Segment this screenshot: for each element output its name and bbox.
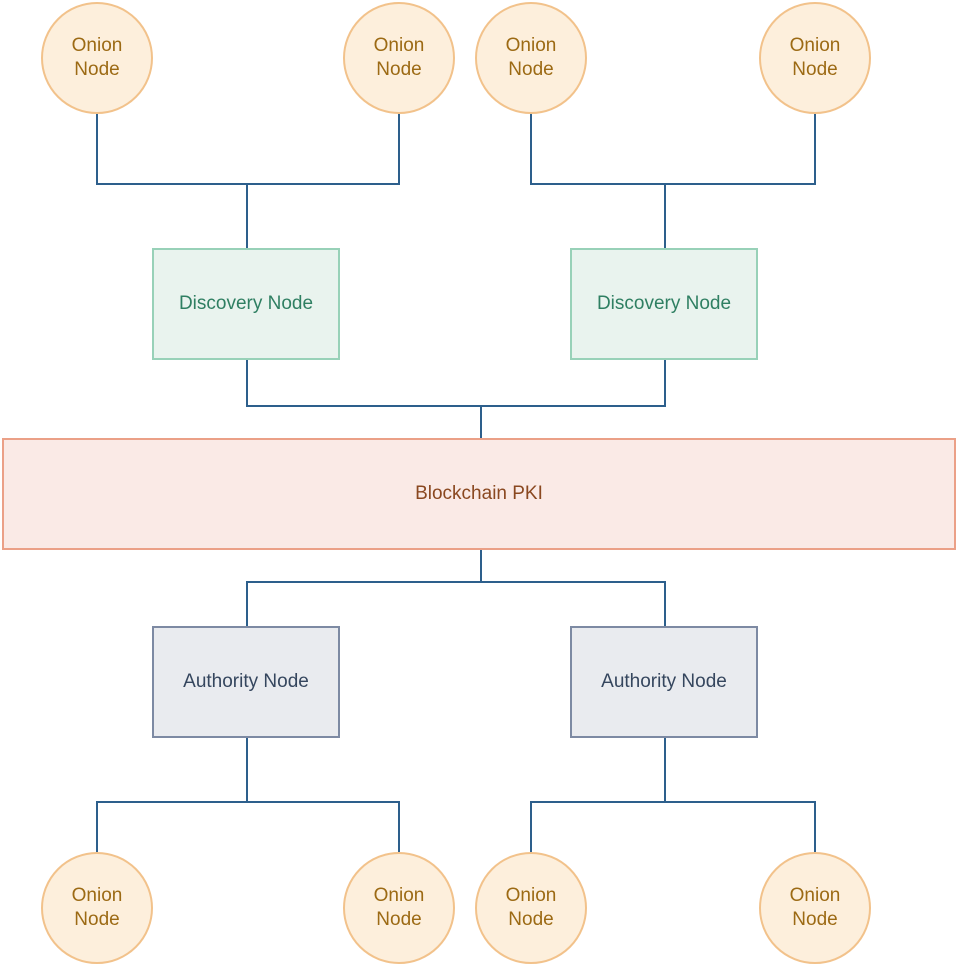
connector-discovery-left <box>246 360 482 438</box>
authority-node: Authority Node <box>570 626 758 738</box>
onion-node: Onion Node <box>41 2 153 114</box>
connector-authority-left <box>246 550 482 626</box>
onion-node-label: Onion Node <box>505 35 557 80</box>
onion-node: Onion Node <box>343 852 455 964</box>
connector-onion-br1 <box>530 738 666 852</box>
connector-onion-br2 <box>665 801 816 852</box>
discovery-node-label: Discovery Node <box>178 293 314 314</box>
connector-onion-tr2 <box>665 112 816 185</box>
blockchain-pki-label: Blockchain PKI <box>415 483 543 504</box>
connector-onion-tl2 <box>247 112 400 185</box>
authority-node-label: Authority Node <box>183 671 309 692</box>
authority-node: Authority Node <box>152 626 340 738</box>
authority-node-label: Authority Node <box>601 671 727 692</box>
onion-node: Onion Node <box>475 852 587 964</box>
discovery-node: Discovery Node <box>570 248 758 360</box>
connector-authority-right <box>481 581 666 626</box>
connector-onion-bl1 <box>96 738 248 852</box>
connector-onion-tl1 <box>96 112 248 248</box>
onion-node: Onion Node <box>41 852 153 964</box>
onion-node: Onion Node <box>759 2 871 114</box>
onion-node-label: Onion Node <box>71 35 123 80</box>
discovery-node-label: Discovery Node <box>596 293 732 314</box>
onion-node-label: Onion Node <box>373 885 425 930</box>
onion-node-label: Onion Node <box>789 885 841 930</box>
onion-node: Onion Node <box>343 2 455 114</box>
connector-onion-tr1 <box>530 112 666 248</box>
discovery-node: Discovery Node <box>152 248 340 360</box>
connector-discovery-right <box>481 360 666 407</box>
connector-onion-bl2 <box>247 801 400 852</box>
onion-node-label: Onion Node <box>789 35 841 80</box>
onion-node-label: Onion Node <box>373 35 425 80</box>
onion-node: Onion Node <box>759 852 871 964</box>
onion-node: Onion Node <box>475 2 587 114</box>
onion-node-label: Onion Node <box>71 885 123 930</box>
onion-node-label: Onion Node <box>505 885 557 930</box>
blockchain-pki: Blockchain PKI <box>2 438 956 550</box>
